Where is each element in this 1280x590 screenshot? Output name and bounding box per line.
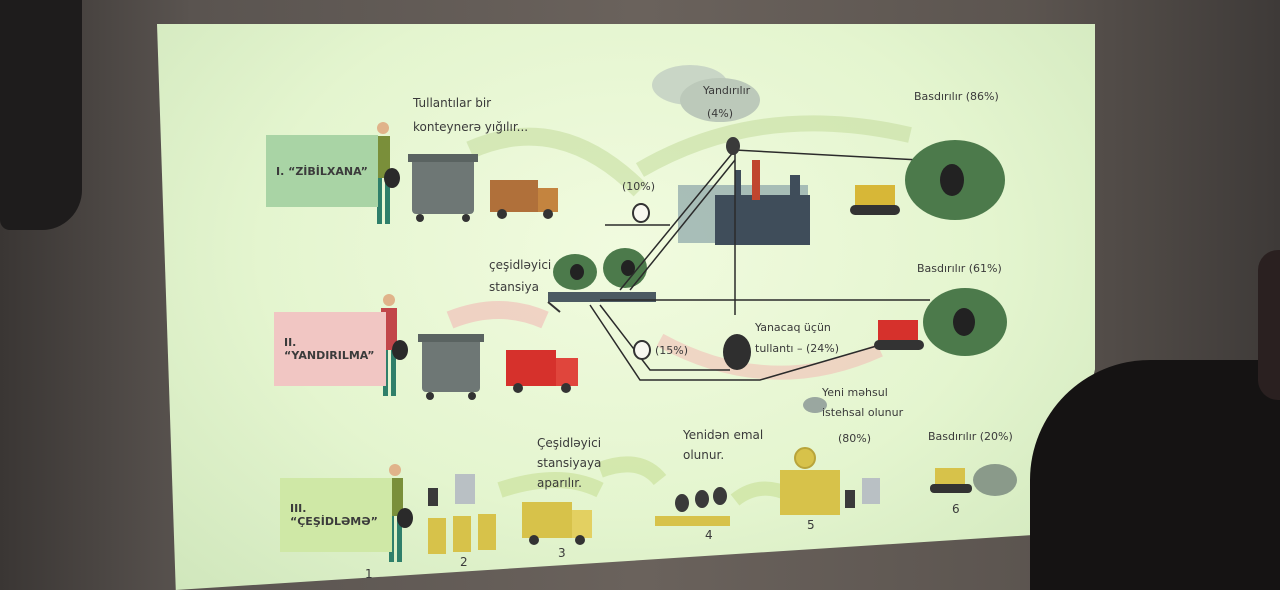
bag-icon-top [726, 137, 740, 155]
label-fuel-line1: Yanacaq üçün [755, 321, 831, 334]
label-landfill-86: Basdırılır (86%) [914, 90, 999, 103]
landfill-icon-2 [874, 288, 1007, 356]
label-landfill-61: Basdırılır (61%) [917, 262, 1002, 275]
row-label-text: II. “YANDIRILMA” [284, 336, 375, 362]
label-to-station-line1: Çeşidləyici [537, 436, 602, 450]
label-burn-pct: (4%) [707, 107, 734, 120]
flow-arrow-mid [446, 301, 549, 329]
step-number-5: 5 [807, 518, 815, 532]
bag-icon-15 [633, 340, 651, 360]
row-label-text: III. “ÇEŞİDLƏMƏ” [290, 502, 378, 528]
step-number-3: 3 [558, 546, 566, 560]
landfill-icon-1 [850, 140, 1005, 220]
label-sort-station-line1: çeşidləyici [489, 258, 552, 272]
label-newprod-line2: istehsal olunur [822, 406, 904, 419]
bin-icon-1 [408, 154, 478, 222]
step-number-1: 1 [365, 567, 373, 581]
step-number-4: 4 [705, 528, 713, 542]
sorting-station-icon [547, 248, 656, 313]
landfill-icon-3 [930, 464, 1017, 496]
label-fuel-line2: tullantı – (24%) [755, 342, 840, 355]
flow-arrow-bottom-2 [597, 456, 667, 486]
label-pct-15: (15%) [655, 344, 689, 357]
label-reprocess-line2: olunur. [683, 448, 725, 462]
label-newprod-line1: Yeni məhsul [822, 386, 888, 399]
label-burn: Yandırılır [703, 84, 751, 97]
worker-icon-1 [376, 122, 400, 224]
bin-icon-2 [418, 334, 484, 400]
step-number-6: 6 [952, 502, 960, 516]
row-label-landfill: I. “ZİBİLXANA” [266, 135, 378, 207]
sorted-bins-icon [428, 474, 496, 554]
flow-arrow-bottom-1 [497, 472, 604, 498]
label-sort-station-line2: stansiya [489, 280, 539, 294]
bag-icon-10 [632, 203, 650, 223]
label-landfill-20: Basdırılır (20%) [928, 430, 1013, 443]
bag-icon-fuel [723, 334, 751, 370]
flow-arrow-top [466, 127, 647, 197]
truck-icon-yellow [522, 502, 592, 545]
label-to-station-line2: stansiyaya [537, 456, 602, 470]
row-label-incineration: II. “YANDIRILMA” [274, 312, 386, 386]
step-number-2: 2 [460, 555, 468, 569]
flow-arrow-mid-right [656, 333, 883, 380]
conveyor-icon [655, 487, 730, 526]
label-collect-line2: konteynerə yığılır... [413, 120, 529, 134]
truck-icon-brown [490, 180, 558, 219]
incinerator-factory-icon [652, 65, 810, 245]
label-reprocess-line1: Yenidən emal [683, 428, 764, 442]
label-to-station-line3: aparılır. [537, 476, 582, 490]
row-label-text: I. “ZİBİLXANA” [276, 164, 368, 178]
audience-person-edge [1258, 250, 1280, 400]
label-newprod-pct: (80%) [838, 432, 872, 445]
truck-icon-red [506, 350, 578, 393]
audience-person-right [1030, 360, 1280, 590]
flow-arrow-top-right [635, 115, 912, 177]
recycling-machine-icon [780, 397, 880, 515]
label-pct-10: (10%) [622, 180, 656, 193]
row-label-sorting: III. “ÇEŞİDLƏMƏ” [280, 478, 392, 552]
audience-person-left [0, 0, 82, 230]
label-collect-line1: Tullantılar bir [413, 96, 492, 110]
